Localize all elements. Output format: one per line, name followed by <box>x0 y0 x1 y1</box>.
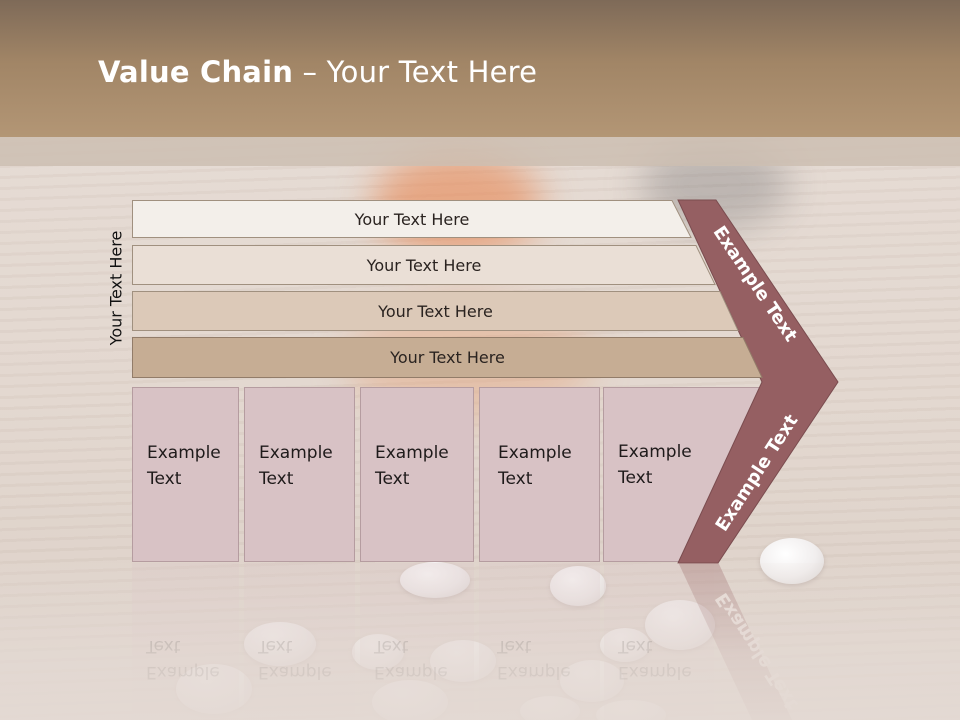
slide-title-bold: Value Chain <box>98 55 294 89</box>
column-5-line2: Text <box>618 468 653 488</box>
bar-2-label: Your Text Here <box>366 255 482 275</box>
column-2-line2: Text <box>259 469 294 489</box>
column-5[interactable]: Example Text <box>604 387 714 562</box>
column-1-line2: Text <box>147 469 182 489</box>
column-3[interactable]: Example Text <box>360 387 474 562</box>
header-band <box>0 0 960 137</box>
bar-3[interactable]: Your Text Here <box>132 291 739 331</box>
column-4[interactable]: Example Text <box>479 387 600 562</box>
column-3-line2: Text <box>375 469 410 489</box>
column-1[interactable]: Example Text <box>132 387 239 562</box>
header-subband <box>0 137 960 166</box>
bar-1-label: Your Text Here <box>354 209 470 229</box>
column-5-line1: Example <box>618 442 692 462</box>
bar-1[interactable]: Your Text Here <box>132 200 692 238</box>
bar-4[interactable]: Your Text Here <box>132 337 763 378</box>
reflection-fade <box>0 563 960 720</box>
column-1-line1: Example <box>147 443 221 463</box>
side-label[interactable]: Your Text Here <box>106 230 126 346</box>
column-2-line1: Example <box>259 443 333 463</box>
column-4-line1: Example <box>498 443 572 463</box>
bar-3-label: Your Text Here <box>378 301 493 321</box>
column-4-line2: Text <box>498 469 533 489</box>
column-3-line1: Example <box>375 443 449 463</box>
slide-title-rest: – Your Text Here <box>293 55 538 89</box>
bar-4-label: Your Text Here <box>390 348 505 367</box>
bar-2[interactable]: Your Text Here <box>132 245 716 285</box>
slide-title[interactable]: Value Chain – Your Text Here <box>98 55 537 89</box>
column-2[interactable]: Example Text <box>244 387 355 562</box>
